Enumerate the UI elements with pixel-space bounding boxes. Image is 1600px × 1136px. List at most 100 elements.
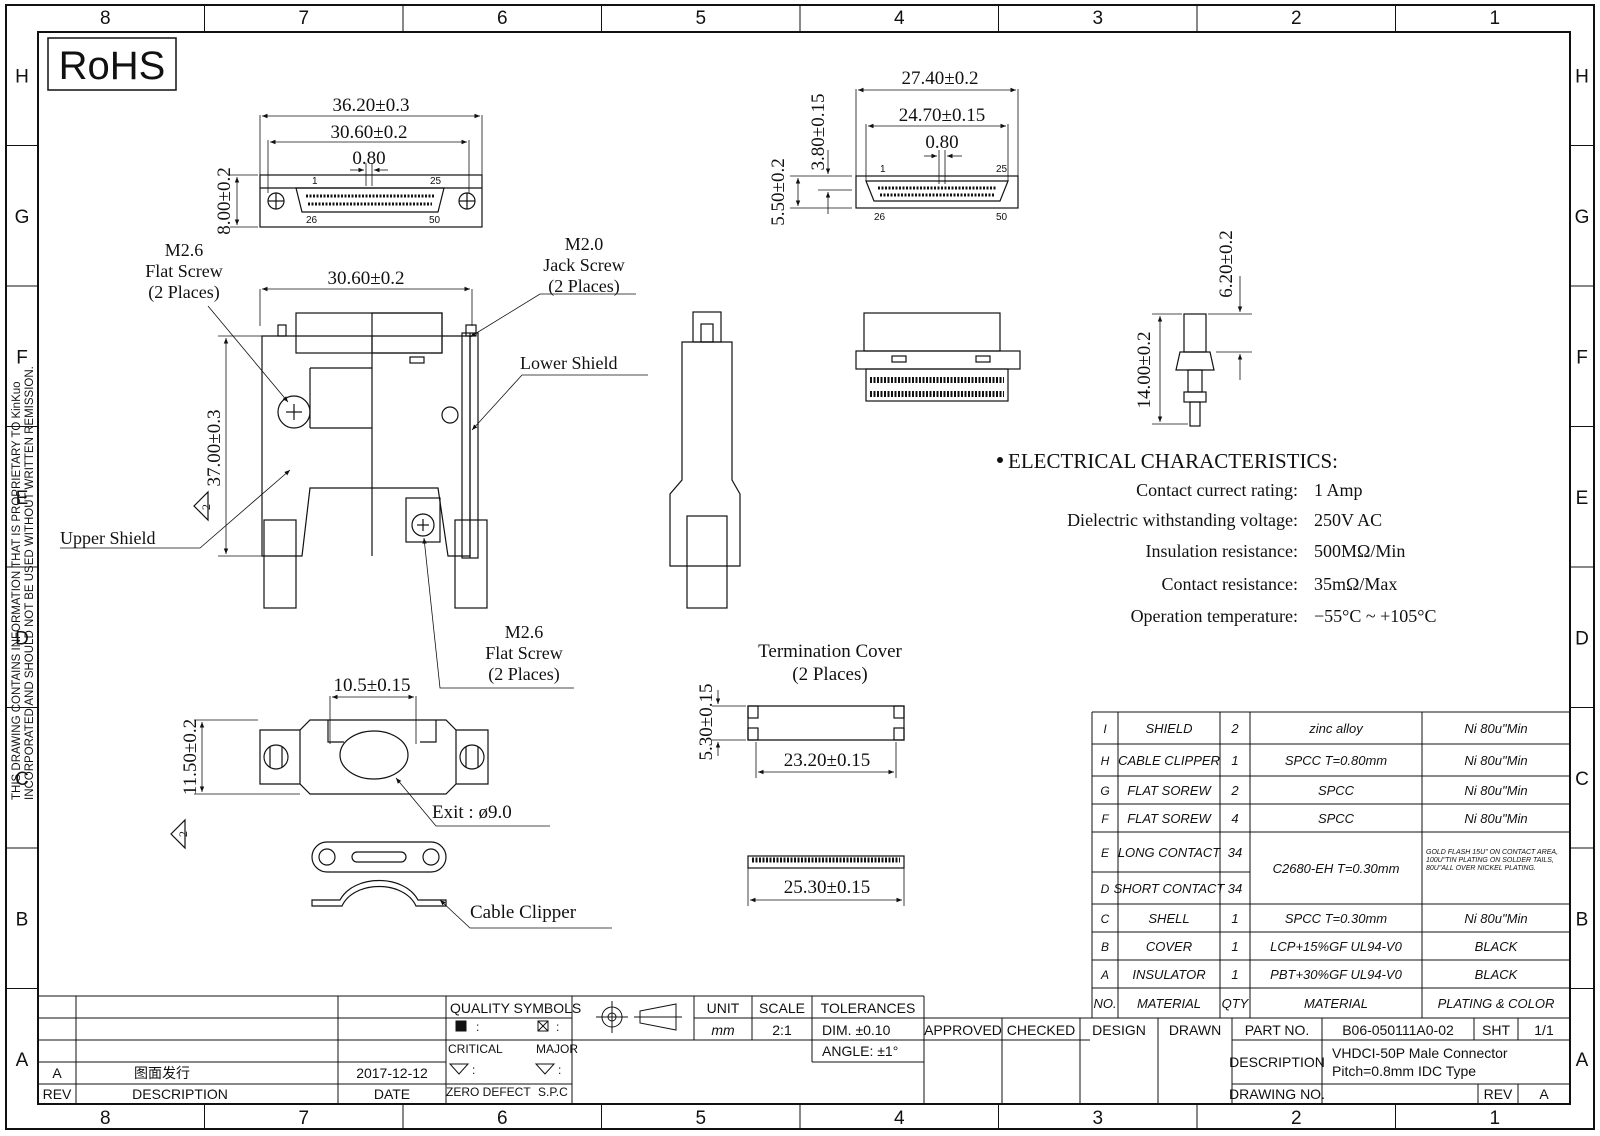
bom-cell-material: SHORT CONTACT bbox=[1114, 881, 1226, 896]
column-label-bottom: 7 bbox=[298, 1108, 309, 1129]
svg-text:QUALITY SYMBOLS: QUALITY SYMBOLS bbox=[450, 1000, 581, 1016]
svg-text:14.00±0.2: 14.00±0.2 bbox=[1134, 332, 1155, 409]
bom-cell-material: SHELL bbox=[1148, 911, 1189, 926]
bom-header-qty: QTY bbox=[1222, 996, 1250, 1011]
svg-text:0.80: 0.80 bbox=[352, 148, 385, 169]
title-block bbox=[38, 995, 1570, 1104]
row-label-left: H bbox=[15, 66, 29, 87]
bom-cell-no: I bbox=[1103, 722, 1107, 736]
bom-cell-material: COVER bbox=[1146, 939, 1192, 954]
svg-text::: : bbox=[558, 1063, 561, 1077]
svg-text:8.00±0.2: 8.00±0.2 bbox=[214, 167, 235, 234]
bom-cell-material: LONG CONTACT bbox=[1118, 845, 1221, 860]
svg-text:2:1: 2:1 bbox=[772, 1022, 792, 1038]
bom-cell-qty: 1 bbox=[1231, 911, 1238, 926]
bom-cell-qty: 1 bbox=[1231, 753, 1238, 768]
svg-text::: : bbox=[476, 1020, 479, 1034]
svg-text:SHT: SHT bbox=[1482, 1022, 1510, 1038]
connector-front-view bbox=[855, 312, 1021, 402]
column-label-top: 8 bbox=[100, 8, 111, 29]
svg-text:M2.6: M2.6 bbox=[505, 622, 544, 642]
svg-text:S.P.C: S.P.C bbox=[538, 1085, 568, 1099]
rohs-mark: RoHS bbox=[47, 37, 177, 91]
electrical-label: Dielectric withstanding voltage: bbox=[1067, 510, 1298, 530]
row-label-left: D bbox=[15, 628, 29, 649]
bom-cell-no: A bbox=[1100, 968, 1109, 982]
svg-text:6.20±0.2: 6.20±0.2 bbox=[1216, 230, 1237, 297]
svg-text:5.50±0.2: 5.50±0.2 bbox=[768, 158, 789, 225]
bom-header-spec: MATERIAL bbox=[1304, 996, 1368, 1011]
svg-text:10.5±0.15: 10.5±0.15 bbox=[334, 675, 411, 696]
svg-text:M2.6: M2.6 bbox=[165, 240, 204, 260]
bom-contact-finish: 100U"TIN PLATING ON SOLDER TAILS, bbox=[1426, 857, 1554, 864]
top-view bbox=[230, 113, 483, 228]
svg-text:25: 25 bbox=[430, 176, 442, 187]
svg-text:0.80: 0.80 bbox=[925, 132, 958, 153]
bom-cell-no: H bbox=[1101, 754, 1110, 768]
svg-text:27.40±0.2: 27.40±0.2 bbox=[902, 68, 979, 89]
svg-text:30.60±0.2: 30.60±0.2 bbox=[328, 268, 405, 289]
svg-text:THIS DRAWING CONTAINS INFORMAT: THIS DRAWING CONTAINS INFORMATION THAT I… bbox=[11, 381, 23, 800]
bom-header-no: NO. bbox=[1093, 996, 1116, 1011]
svg-text:PART NO.: PART NO. bbox=[1245, 1022, 1310, 1038]
svg-text:Lower Shield: Lower Shield bbox=[520, 353, 617, 373]
column-label-bottom: 2 bbox=[1291, 1108, 1302, 1129]
svg-text:ANGLE: ±1°: ANGLE: ±1° bbox=[822, 1043, 898, 1059]
bom-cell-finish: Ni 80u"Min bbox=[1464, 721, 1527, 736]
svg-text:DESCRIPTION: DESCRIPTION bbox=[132, 1086, 228, 1102]
bom-cell-spec: LCP+15%GF UL94-V0 bbox=[1270, 939, 1402, 954]
column-label-top: 2 bbox=[1291, 8, 1302, 29]
bom-cell-finish: Ni 80u"Min bbox=[1464, 753, 1527, 768]
bom-cell-finish: Ni 80u"Min bbox=[1464, 911, 1527, 926]
svg-text:Jack Screw: Jack Screw bbox=[543, 255, 624, 275]
electrical-label: Insulation resistance: bbox=[1146, 541, 1298, 561]
svg-text:ZERO DEFECT: ZERO DEFECT bbox=[446, 1085, 531, 1099]
svg-text:A: A bbox=[52, 1065, 62, 1081]
svg-text:Flat Screw: Flat Screw bbox=[145, 261, 222, 281]
bom-cell-material: SHIELD bbox=[1146, 721, 1193, 736]
svg-text:Flat Screw: Flat Screw bbox=[485, 643, 562, 663]
bom-cell-qty: 34 bbox=[1228, 845, 1242, 860]
svg-text:1: 1 bbox=[312, 176, 318, 187]
electrical-characteristics: ELECTRICAL CHARACTERISTICS: Contact curr… bbox=[997, 449, 1436, 626]
row-label-left: G bbox=[15, 207, 30, 228]
front-view bbox=[60, 286, 648, 689]
svg-text:24.70±0.15: 24.70±0.15 bbox=[899, 105, 985, 126]
bom-header-material: MATERIAL bbox=[1137, 996, 1201, 1011]
bom-header-finish: PLATING & COLOR bbox=[1438, 996, 1555, 1011]
svg-text:DIM. ±0.10: DIM. ±0.10 bbox=[822, 1022, 891, 1038]
title-block-labels: QUALITY SYMBOLS : : CRITICAL MAJOR : : Z… bbox=[43, 1000, 1554, 1102]
bom-contact-spec: C2680-EH T=0.30mm bbox=[1273, 861, 1400, 876]
svg-text:CRITICAL: CRITICAL bbox=[448, 1042, 503, 1056]
electrical-label: Operation temperature: bbox=[1131, 606, 1298, 626]
bom-cell-no: G bbox=[1100, 784, 1109, 798]
row-label-right: G bbox=[1575, 207, 1590, 228]
bom-contact-finish: GOLD FLASH 15U" ON CONTACT AREA, bbox=[1426, 849, 1558, 856]
svg-text:APPROVED: APPROVED bbox=[924, 1022, 1002, 1038]
svg-text:MAJOR: MAJOR bbox=[536, 1042, 578, 1056]
electrical-value: 500MΩ/Min bbox=[1314, 541, 1405, 561]
svg-text:Exit : ø9.0: Exit : ø9.0 bbox=[432, 802, 512, 823]
side-profile-view bbox=[1152, 276, 1252, 427]
bom-cell-qty: 34 bbox=[1228, 881, 1242, 896]
svg-text:UNIT: UNIT bbox=[707, 1000, 740, 1016]
svg-text:23.20±0.15: 23.20±0.15 bbox=[784, 750, 870, 771]
bom-cell-qty: 1 bbox=[1231, 939, 1238, 954]
electrical-value: −55°C ~ +105°C bbox=[1314, 606, 1436, 626]
bom-cell-qty: 2 bbox=[1230, 783, 1239, 798]
svg-text:3.80±0.15: 3.80±0.15 bbox=[808, 94, 829, 171]
bom-cell-finish: Ni 80u"Min bbox=[1464, 811, 1527, 826]
svg-text:INCORPORATED AND SHOULD NOT BE: INCORPORATED AND SHOULD NOT BE USED WITH… bbox=[24, 366, 36, 800]
termination-cover-view bbox=[712, 690, 905, 906]
svg-text:DRAWN: DRAWN bbox=[1169, 1022, 1221, 1038]
column-label-bottom: 1 bbox=[1489, 1108, 1500, 1129]
column-label-bottom: 8 bbox=[100, 1108, 111, 1129]
svg-text:VHDCI-50P Male Connector: VHDCI-50P Male Connector bbox=[1332, 1045, 1508, 1061]
svg-text:REV: REV bbox=[1484, 1086, 1513, 1102]
row-label-left: F bbox=[16, 347, 28, 368]
column-label-bottom: 6 bbox=[497, 1108, 508, 1129]
column-label-top: 1 bbox=[1489, 8, 1500, 29]
svg-text:26: 26 bbox=[306, 215, 318, 226]
